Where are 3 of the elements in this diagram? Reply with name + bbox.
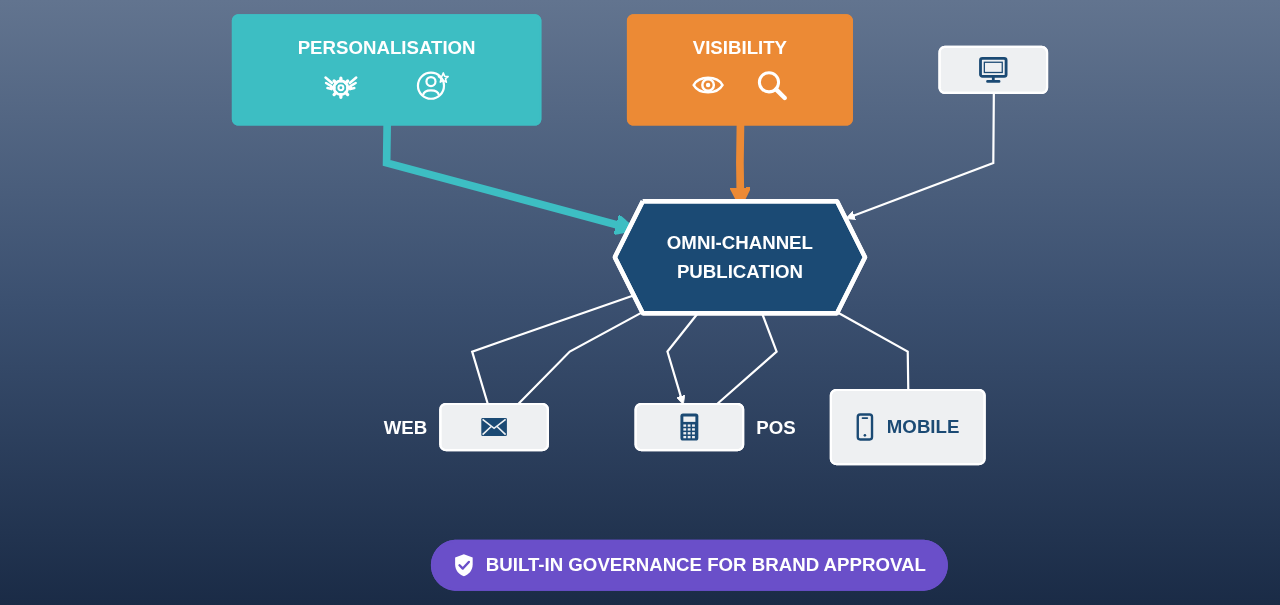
node-caption: POS (756, 416, 796, 438)
arrow (845, 93, 995, 220)
node-caption: WEB (383, 416, 428, 438)
